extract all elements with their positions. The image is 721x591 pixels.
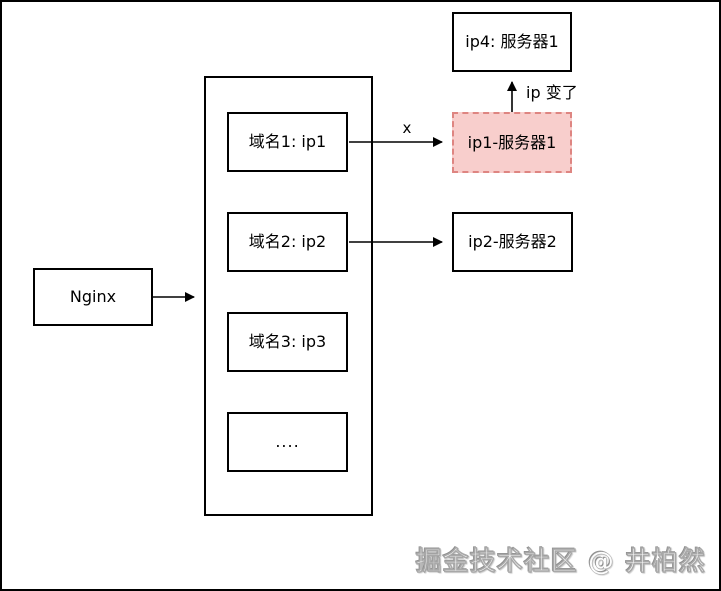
- node-ip1-server1-label: ip1-服务器1: [467, 132, 557, 152]
- edge-label-failed-x: x: [402, 119, 412, 137]
- watermark: 掘金技术社区 @ 井柏然: [415, 547, 706, 578]
- node-nginx: Nginx: [33, 268, 153, 326]
- node-ip2-server2: ip2-服务器2: [452, 212, 573, 272]
- node-domain3: 域名3: ip3: [227, 312, 348, 372]
- node-domain-more-label: ....: [275, 432, 300, 451]
- node-domain-more: ....: [227, 412, 348, 472]
- node-ip1-server1-highlighted: ip1-服务器1: [452, 112, 572, 173]
- node-domain1: 域名1: ip1: [227, 112, 348, 172]
- node-domain2: 域名2: ip2: [227, 212, 348, 272]
- edge-label-ip-changed: ip 变了: [526, 83, 578, 102]
- node-domain2-label: 域名2: ip2: [248, 232, 327, 251]
- node-ip4-server1-label: ip4: 服务器1: [465, 32, 559, 51]
- node-nginx-label: Nginx: [69, 287, 117, 306]
- node-domain1-label: 域名1: ip1: [248, 132, 327, 151]
- node-domain3-label: 域名3: ip3: [248, 332, 327, 351]
- node-ip4-server1: ip4: 服务器1: [452, 12, 572, 72]
- node-ip2-server2-label: ip2-服务器2: [468, 232, 557, 251]
- node-domain-table: [204, 76, 373, 516]
